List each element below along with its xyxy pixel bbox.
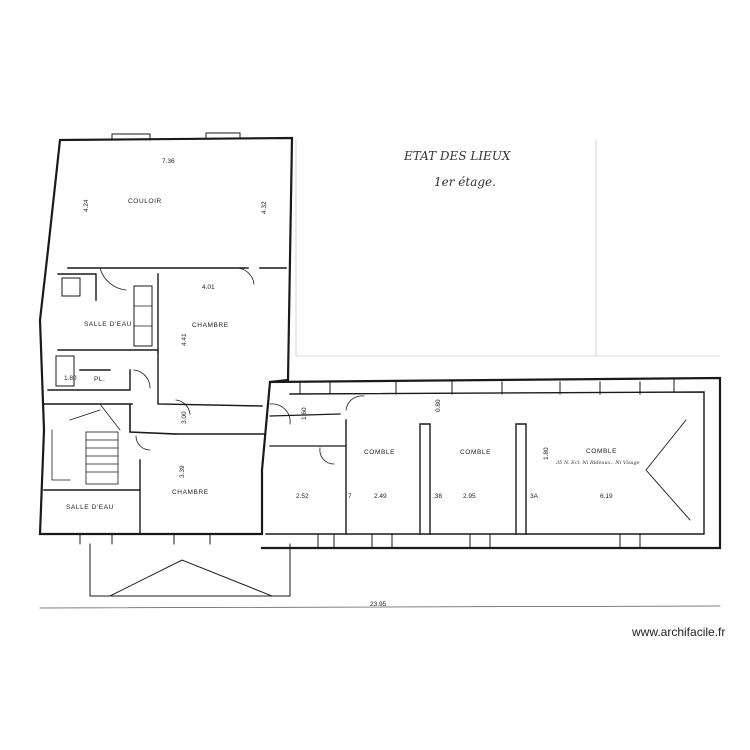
room-label-attic-3: COMBLE [586, 448, 617, 455]
room-label-bedroom-top: CHAMBRE [192, 322, 229, 329]
attic-outer-wall [260, 376, 722, 550]
dim-attic-height: 0.80 [435, 399, 442, 412]
attic-top-windows [299, 379, 675, 395]
attic-inner-top [265, 391, 705, 535]
dim-seg-4: .38 [433, 493, 442, 500]
room-label-bedroom-bottom: CHAMBRE [172, 489, 209, 496]
attic-diagonals [645, 419, 691, 521]
room-label-attic-2: COMBLE [460, 449, 491, 456]
dim-seg-6: 3A [530, 493, 539, 500]
page-subtitle: 1er étage. [434, 175, 496, 189]
site-watermark: www.archifacile.fr [632, 625, 726, 639]
dim-seg-7: 6.19 [600, 493, 613, 500]
dim-door-a: 1.60 [301, 407, 308, 420]
dim-seg-1: 2.52 [296, 493, 309, 500]
attic-bottom-windows [317, 533, 641, 549]
door-arc-6 [269, 403, 291, 425]
door-arc-7 [345, 395, 365, 411]
outer-wall-left [38, 136, 294, 536]
staircase [51, 403, 121, 485]
dim-attic-height-2: 1.80 [543, 447, 550, 460]
dim-door-b: 3.00 [181, 411, 188, 424]
middle-wall [43, 403, 265, 435]
dim-seg-3: 2.49 [374, 493, 387, 500]
dim-corridor-width: 7.36 [162, 158, 175, 165]
dim-corridor-left: 4.24 [83, 199, 90, 212]
door-arc-2 [235, 267, 255, 285]
dim-seg-5: 2.95 [463, 493, 476, 500]
attic-inner-wall [269, 413, 347, 447]
top-windows [111, 132, 241, 141]
total-dim-line [39, 605, 721, 609]
bedroom-top-walls [47, 351, 263, 407]
room-label-bathroom-bottom: SALLE D'EAU [66, 504, 114, 511]
dim-seg-2: 7 [348, 493, 352, 500]
door-arc-5 [135, 435, 151, 451]
attic-partition-2 [419, 423, 431, 535]
door-arc-8 [319, 447, 335, 465]
dim-bedroom-height: 4.41 [181, 333, 188, 346]
sheet-edge [295, 139, 721, 357]
attic-partition-3 [515, 423, 527, 535]
dim-total-length: 23.95 [370, 601, 387, 608]
bathroom-top-walls [57, 273, 159, 353]
dim-corridor-right: 4.32 [261, 201, 268, 214]
plan-lines [38, 132, 722, 609]
room-label-attic-1: COMBLE [364, 449, 395, 456]
balcony [89, 543, 291, 597]
door-arc-3 [133, 369, 151, 389]
attic-note: 35 N. Ecl. Ni Rideaux.. Ni Visage [556, 460, 640, 466]
dim-bedroom-width: 4.01 [202, 284, 215, 291]
bathroom-bottom-walls [43, 459, 141, 535]
page-title: ETAT DES LIEUX [403, 149, 511, 163]
door-arc-4 [175, 399, 191, 415]
room-label-corridor: COULOIR [128, 198, 162, 205]
room-label-bathroom-top: SALLE D'EAU [84, 321, 132, 328]
dim-bedroom-bottom-h: 3.39 [179, 465, 186, 478]
bottom-windows [79, 533, 211, 545]
room-label-closet: PL. [94, 376, 106, 383]
dim-small-left: 1.80 [64, 375, 77, 382]
door-arc-1 [99, 267, 127, 291]
